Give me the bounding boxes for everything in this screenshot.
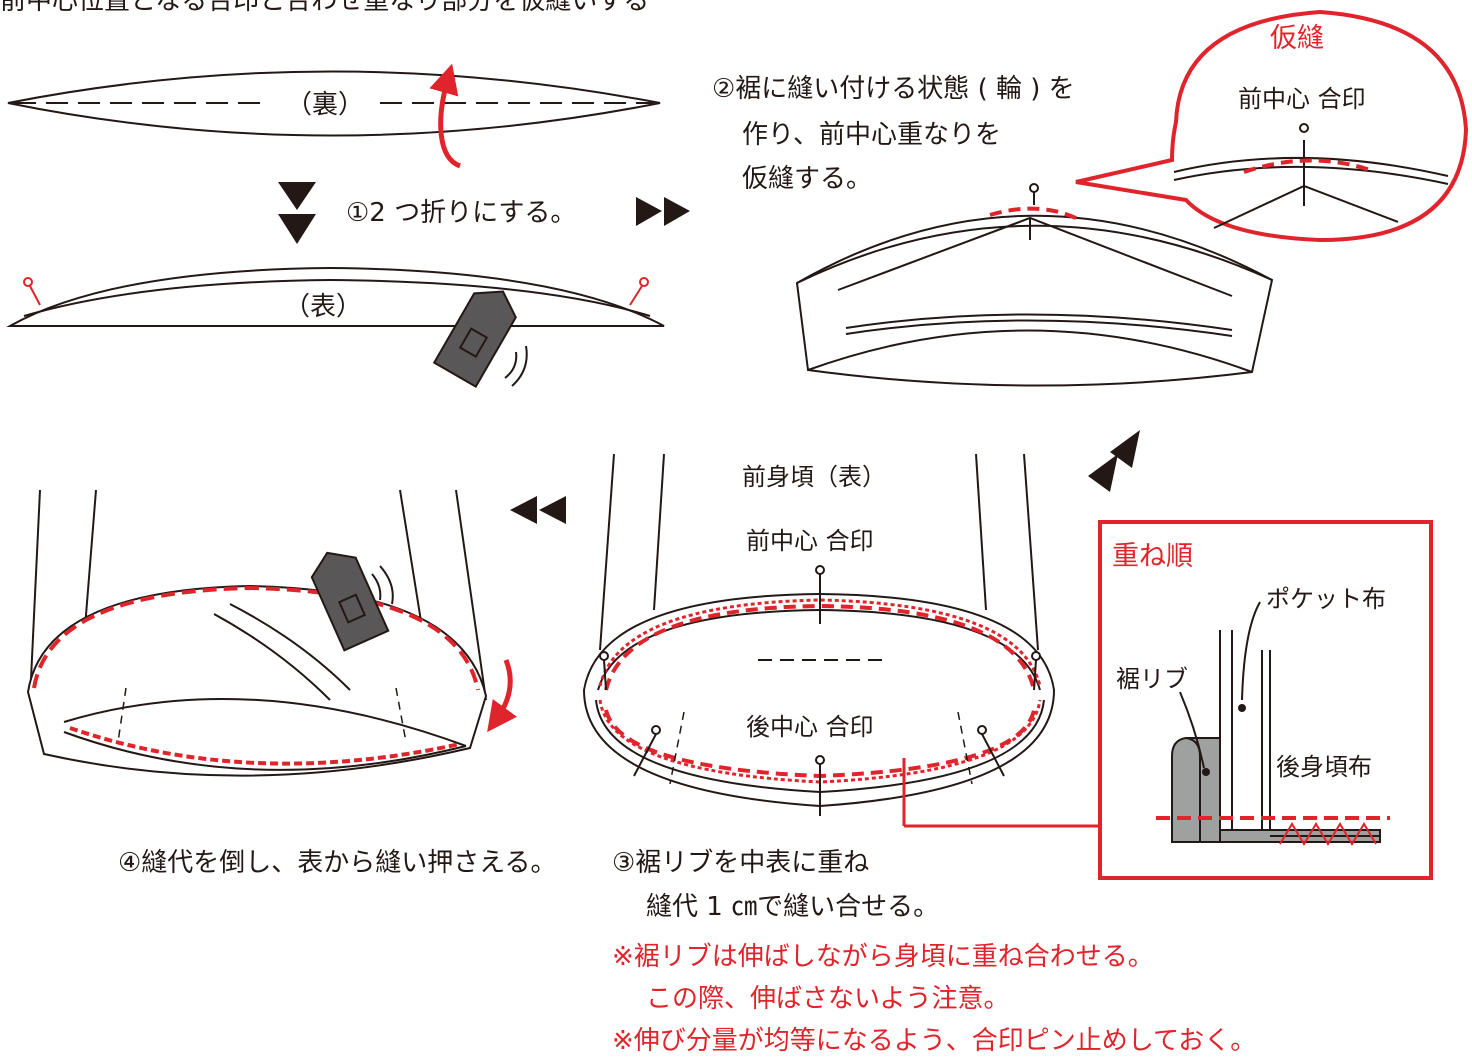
pocket-label: ポケット布 [1266,585,1386,613]
front-center-label: 前中心 合印 [746,527,874,555]
back-center-label: 後中心 合印 [746,713,874,741]
motion-lines-2 [371,565,394,605]
note-1: ※裾リブは伸ばしながら身頃に重ね合わせる。 [612,942,1154,972]
body-with-rib [582,453,1056,826]
note-3: ※伸び分量が均等になるよう、合印ピン止めしておく。 [612,1026,1257,1056]
basting-callout-bubble [1075,9,1469,243]
step3-instruction-line2: 縫代 1 ㎝で縫い合せる。 [646,892,940,922]
step1-instruction: ①2 つ折りにする。 [346,198,577,228]
inside-label: （裏） [286,90,365,120]
step-down-arrows [278,182,316,244]
presser-foot-icon [432,290,517,389]
back-body-label: 後身頃布 [1276,753,1372,781]
presser-foot-icon-2 [310,551,390,652]
layer-order-box [904,520,1433,880]
step2-instruction-line2: 作り、前中心重なりを [742,120,1001,150]
note-2: この際、伸ばさないよう注意。 [646,984,1010,1014]
next-step-arrow-down-left [1088,430,1140,492]
front-body-label: 前身頃（表） [742,463,886,491]
header-text: 前中心位置となる合印と合わせ重なり部分を仮縫いする [0,0,650,16]
step2-instruction-line3: 仮縫する。 [742,164,873,194]
step2-instruction-line1: ②裾に縫い付ける状態 ( 輪 ) を [712,74,1075,104]
next-step-arrow-right [636,197,690,226]
fold-up-arrow [429,63,462,169]
rib-label: 裾リブ [1116,665,1188,693]
callout-title: 仮縫 [1270,23,1324,54]
outside-label: （表） [284,292,363,322]
motion-lines [504,345,528,387]
pin-right [629,277,649,306]
step3-instruction-line1: ③裾リブを中表に重ね [612,848,870,878]
callout-mark-label: 前中心 合印 [1238,85,1366,113]
next-step-arrow-left [510,496,566,524]
topstitched-rib [26,489,488,777]
pin-left [23,277,41,306]
fold-down-arrow [487,659,517,733]
rib-ring-basted [795,183,1274,387]
rib-flat-inside [7,70,661,137]
layer-order-title: 重ね順 [1112,541,1193,572]
step4-instruction: ④縫代を倒し、表から縫い押さえる。 [118,848,557,878]
